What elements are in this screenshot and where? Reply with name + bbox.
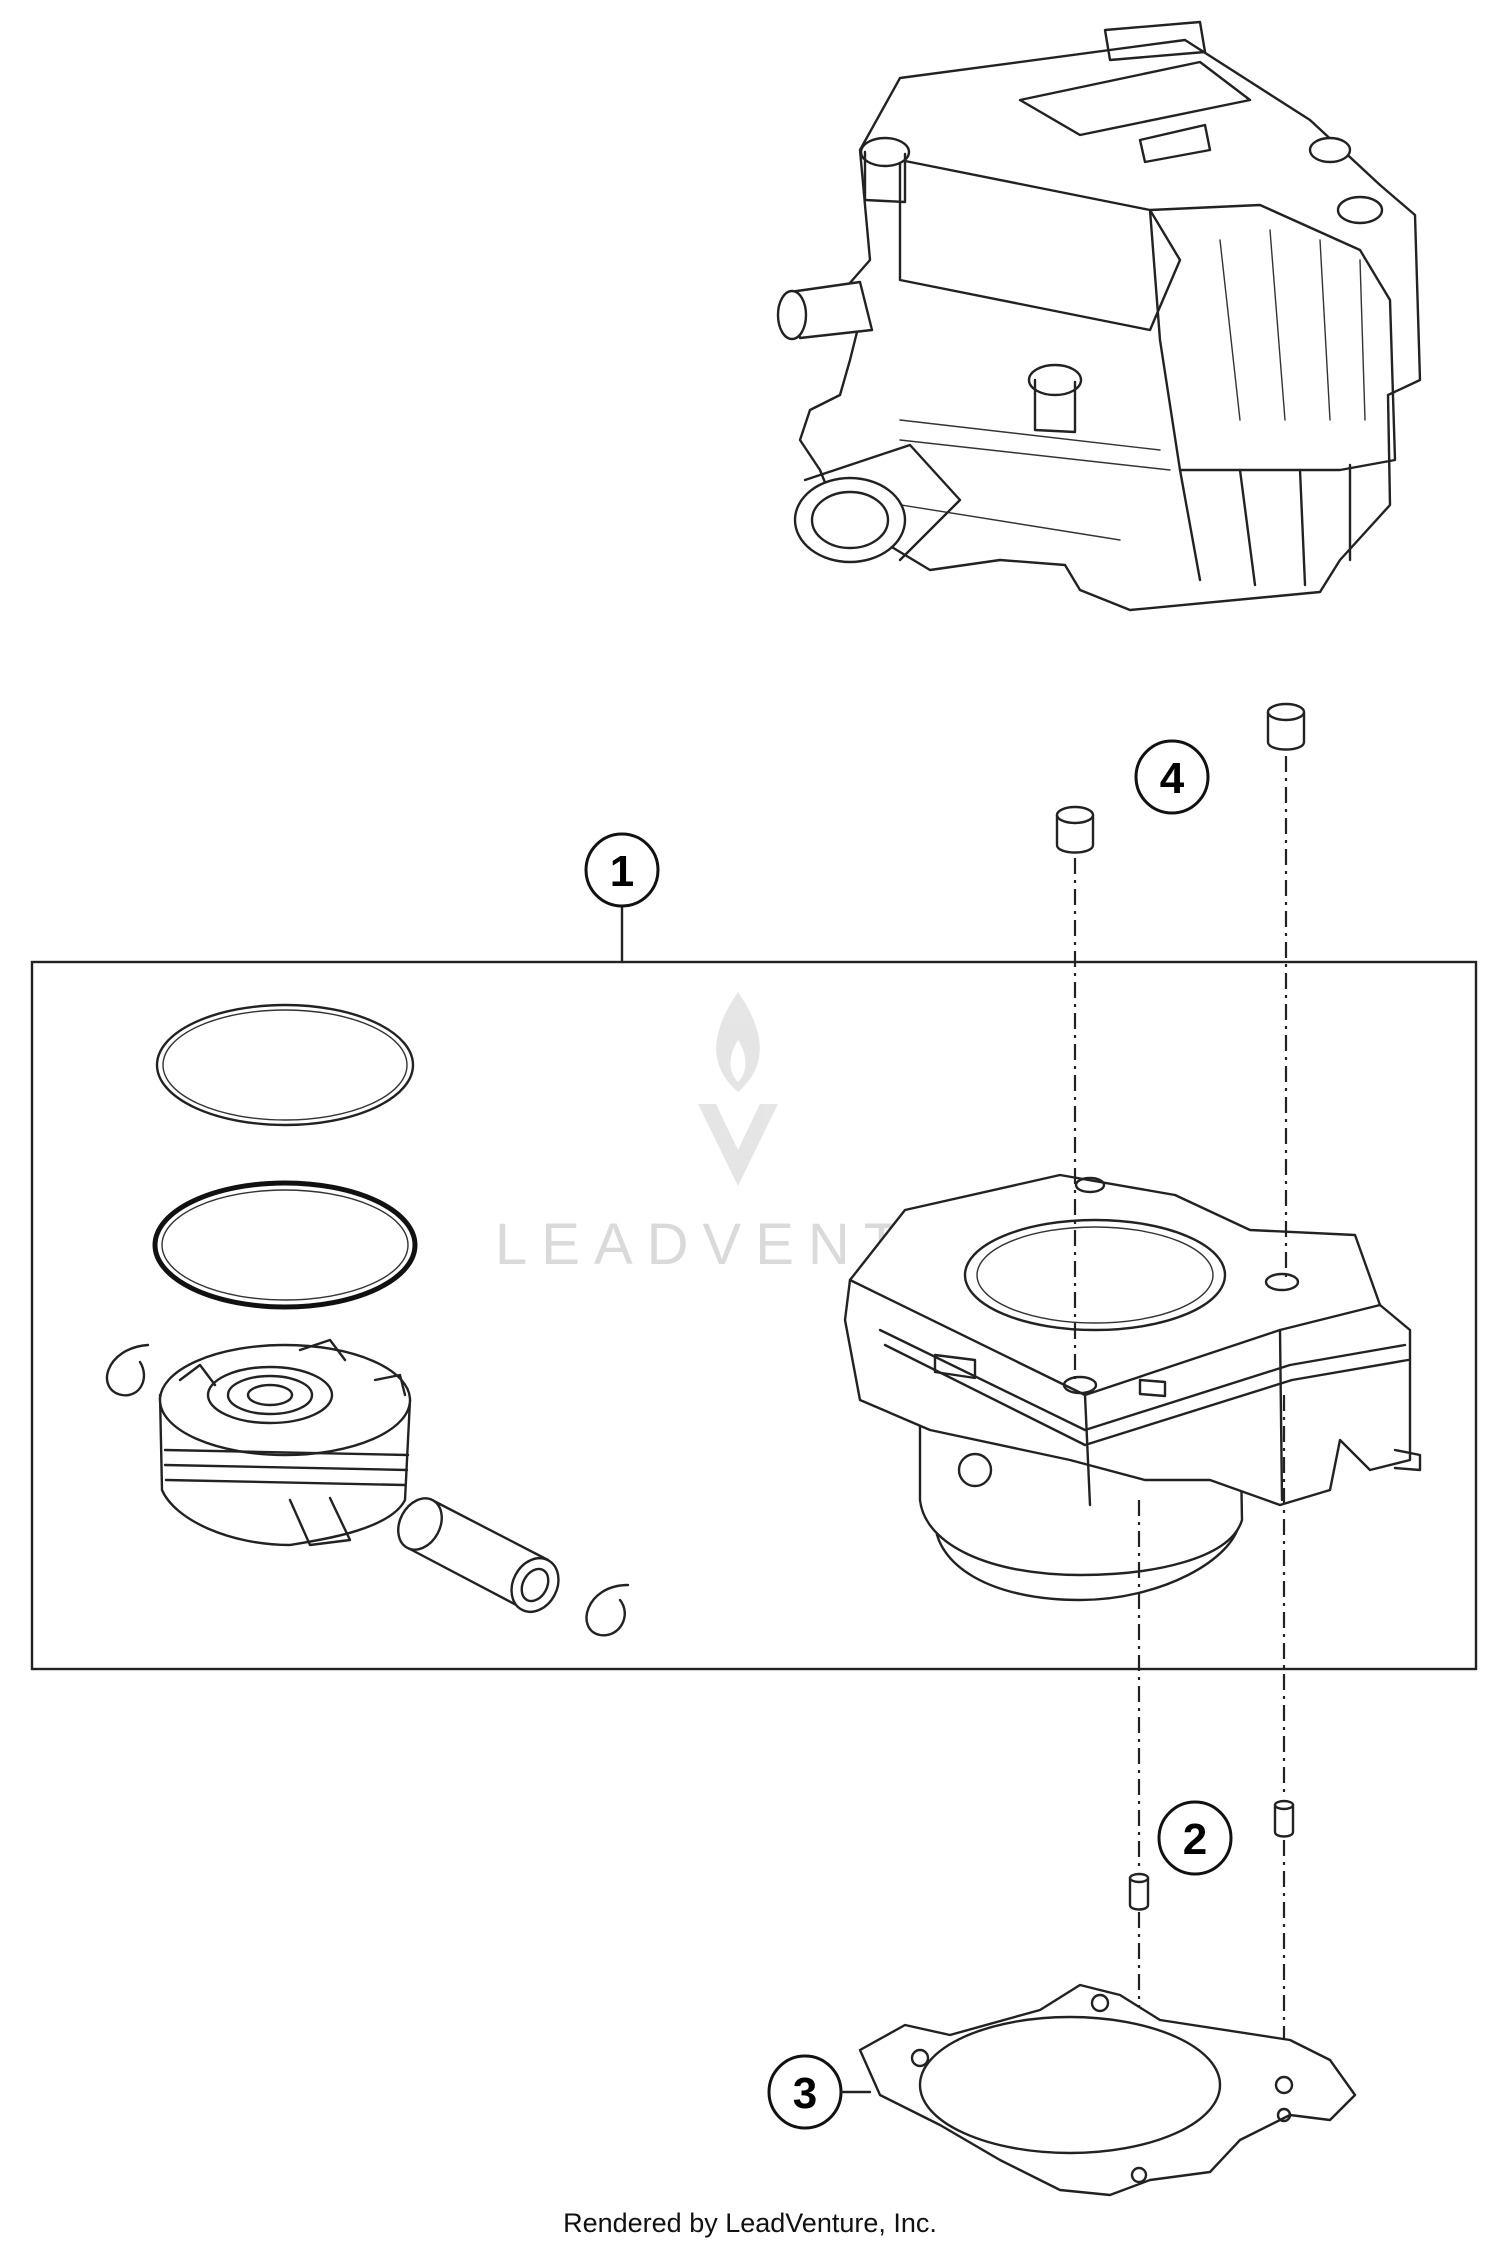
callout-4-label: 4 bbox=[1160, 754, 1185, 803]
circlip-left-drawing bbox=[105, 1343, 150, 1397]
cylinder-drawing bbox=[843, 1173, 1422, 1602]
callout-4: 4 bbox=[1134, 739, 1210, 815]
watermark-logo-icon bbox=[698, 992, 778, 1186]
small-dowel-left-drawing bbox=[1128, 1872, 1150, 1911]
callout-3-label: 3 bbox=[793, 2069, 817, 2118]
small-dowel-right-drawing bbox=[1273, 1799, 1295, 1838]
cylinder-head-drawing bbox=[776, 20, 1422, 612]
piston-pin-drawing bbox=[397, 1497, 560, 1613]
dowel-pin-right-drawing bbox=[1266, 702, 1306, 751]
piston-ring-second-drawing bbox=[152, 1180, 418, 1310]
dowel-pin-left-drawing bbox=[1055, 805, 1095, 854]
callout-2-label: 2 bbox=[1183, 1815, 1207, 1864]
callout-1: 1 bbox=[584, 832, 660, 908]
kit-frame-1 bbox=[30, 960, 1478, 1671]
callout-2: 2 bbox=[1157, 1800, 1233, 1876]
circlip-right-drawing bbox=[585, 1583, 630, 1637]
base-gasket-drawing bbox=[858, 1983, 1357, 2197]
piston-ring-top-drawing bbox=[155, 1003, 415, 1127]
callout-3: 3 bbox=[767, 2054, 872, 2130]
footer-credit: Rendered by LeadVenture, Inc. bbox=[563, 2208, 937, 2238]
callout-1-label: 1 bbox=[610, 847, 634, 896]
piston-drawing bbox=[158, 1338, 412, 1547]
